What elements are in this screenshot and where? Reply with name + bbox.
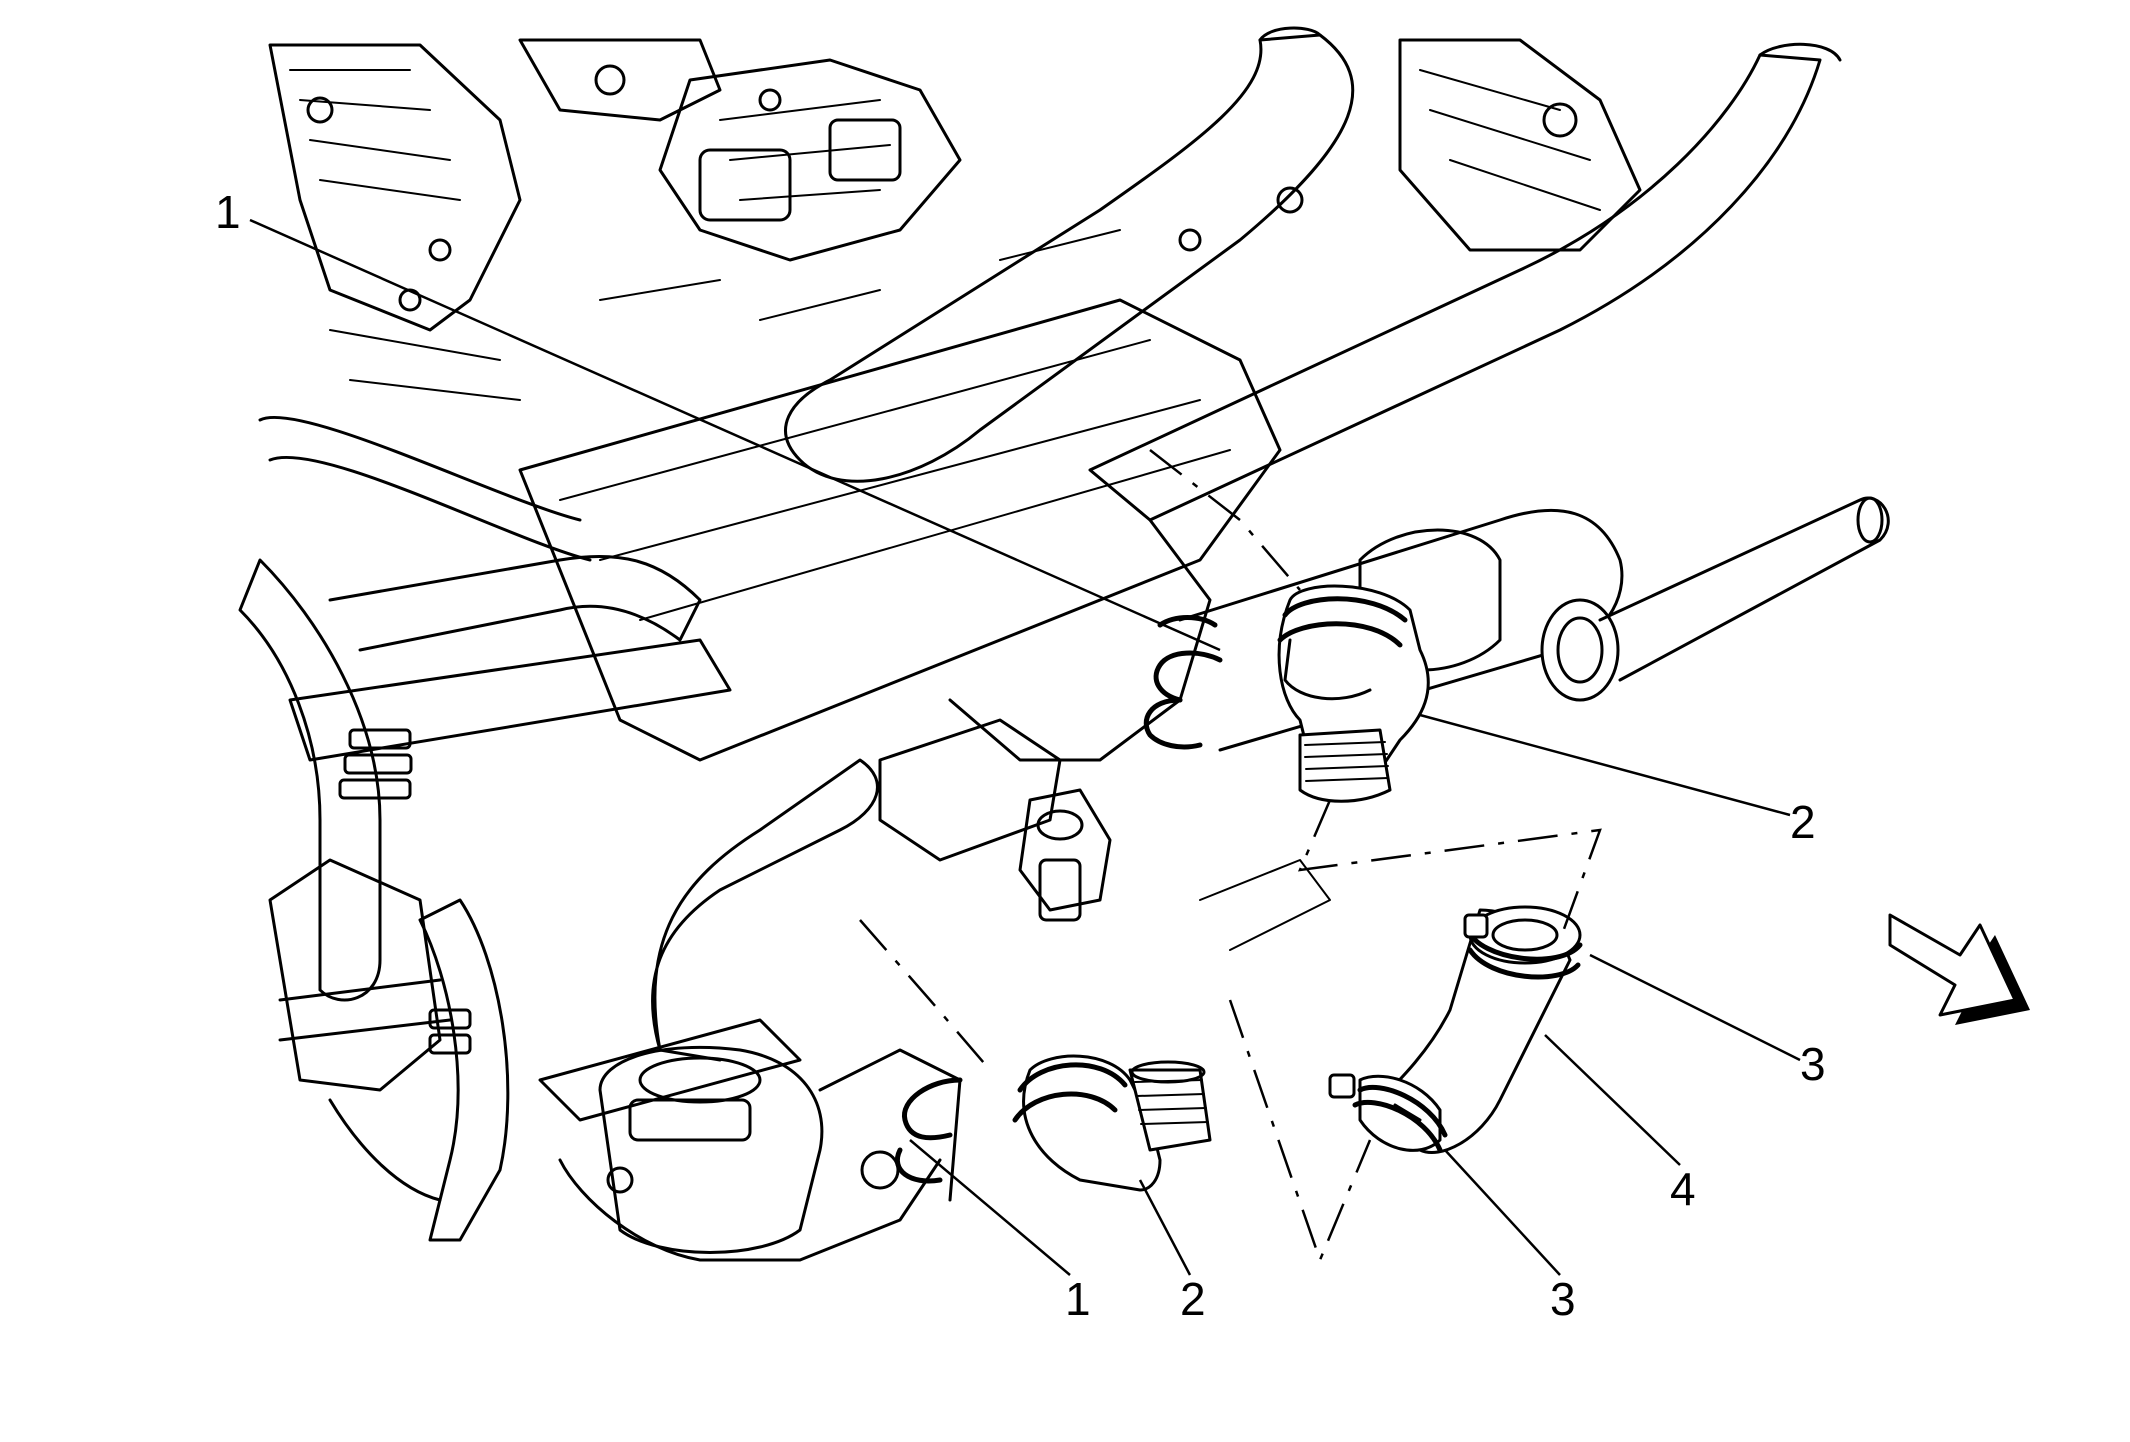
clip-symbols xyxy=(895,615,1223,1184)
callout-2-right: 2 xyxy=(1790,796,1816,848)
elbow-fitting-upper xyxy=(1277,584,1430,803)
elbow-fitting-lower xyxy=(1012,1054,1212,1192)
callout-1-bottom: 1 xyxy=(1065,1273,1091,1325)
callout-3-right: 3 xyxy=(1800,1038,1826,1090)
callout-1-top: 1 xyxy=(215,186,241,238)
callout-labels: 1 2 3 4 3 1 2 xyxy=(215,186,1826,1325)
callout-4: 4 xyxy=(1670,1163,1696,1215)
callout-3-bottom: 3 xyxy=(1550,1273,1576,1325)
explode-lines xyxy=(859,449,1602,1264)
coolant-hose-assembly xyxy=(1328,905,1583,1155)
leader-lines xyxy=(249,218,1801,1276)
front-direction-arrow-icon xyxy=(1888,913,2030,1025)
callout-2-bottom: 2 xyxy=(1180,1273,1206,1325)
engine-background xyxy=(238,26,1890,1262)
